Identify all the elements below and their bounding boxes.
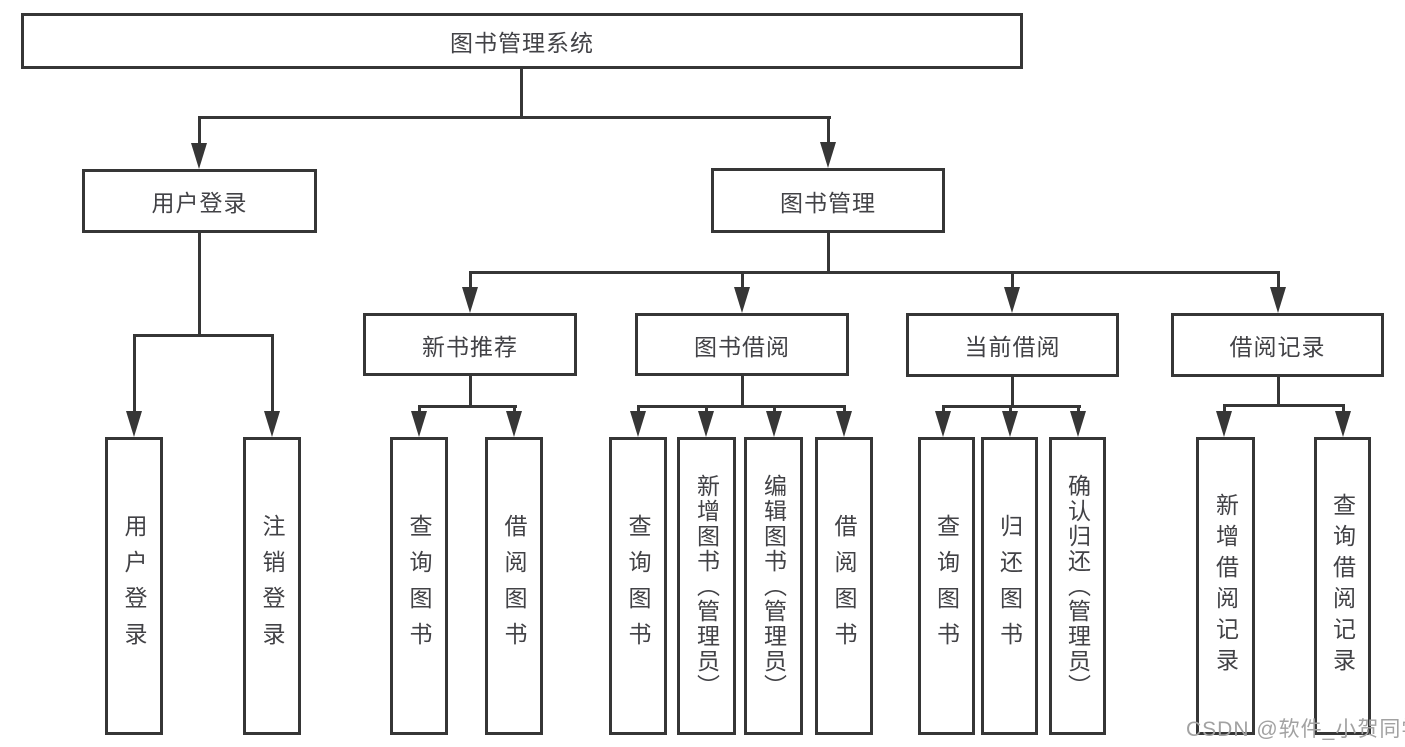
connector-line xyxy=(198,233,201,337)
leaf-recommend-borrow-book-label: 借阅图书 xyxy=(501,514,527,658)
leaf-user-login-label: 用户登录 xyxy=(121,514,147,658)
leaf-edit-book-admin: 编辑图书（管理员） xyxy=(744,437,803,735)
arrow-down-icon xyxy=(1004,287,1020,313)
connector-line xyxy=(705,405,708,415)
connector-line xyxy=(1009,405,1012,415)
leaf-return-book-label: 归还图书 xyxy=(996,514,1023,658)
connector-line xyxy=(469,271,1280,274)
node-root-label: 图书管理系统 xyxy=(450,30,594,56)
connector-line xyxy=(513,405,516,415)
leaf-add-borrow-record-label: 新增借阅记录 xyxy=(1212,493,1239,679)
connector-line xyxy=(827,233,830,274)
leaf-add-borrow-record: 新增借阅记录 xyxy=(1196,437,1255,735)
arrow-down-icon xyxy=(935,411,951,437)
node-user-login: 用户登录 xyxy=(82,169,317,233)
arrow-down-icon xyxy=(1002,411,1018,437)
connector-line xyxy=(1077,405,1080,415)
connector-line xyxy=(773,405,776,415)
connector-line xyxy=(469,271,472,295)
node-book-management-label: 图书管理 xyxy=(780,189,876,216)
connector-line xyxy=(1011,377,1014,407)
leaf-confirm-return-admin: 确认归还（管理员） xyxy=(1049,437,1106,735)
connector-line xyxy=(133,334,136,416)
connector-line xyxy=(520,69,523,118)
connector-line xyxy=(469,376,472,407)
arrow-down-icon xyxy=(126,411,142,437)
arrow-down-icon xyxy=(462,287,478,313)
arrow-down-icon xyxy=(264,411,280,437)
leaf-borrowing-borrow-book-label: 借阅图书 xyxy=(831,514,857,658)
arrow-down-icon xyxy=(734,287,750,313)
arrow-down-icon xyxy=(1335,411,1351,437)
leaf-edit-book-admin-label: 编辑图书（管理员） xyxy=(760,473,787,699)
leaf-current-query-book: 查询图书 xyxy=(918,437,975,735)
node-book-borrowing: 图书借阅 xyxy=(635,313,849,376)
leaf-query-borrow-record-label: 查询借阅记录 xyxy=(1329,493,1356,679)
arrow-down-icon xyxy=(698,411,714,437)
connector-line xyxy=(198,116,201,146)
leaf-current-query-book-label: 查询图书 xyxy=(933,514,960,658)
arrow-down-icon xyxy=(820,142,836,168)
leaf-add-book-admin: 新增图书（管理员） xyxy=(677,437,736,735)
leaf-add-book-admin-label: 新增图书（管理员） xyxy=(693,473,720,699)
connector-line xyxy=(637,405,640,415)
arrow-down-icon xyxy=(1070,411,1086,437)
node-current-borrowing-label: 当前借阅 xyxy=(964,334,1061,360)
leaf-user-login: 用户登录 xyxy=(105,437,163,735)
leaf-logout: 注销登录 xyxy=(243,437,301,735)
leaf-confirm-return-admin-label: 确认归还（管理员） xyxy=(1064,473,1091,699)
arrow-down-icon xyxy=(836,411,852,437)
node-book-management: 图书管理 xyxy=(711,168,945,233)
leaf-logout-label: 注销登录 xyxy=(259,514,285,658)
leaf-recommend-query-book-label: 查询图书 xyxy=(406,514,432,658)
arrow-down-icon xyxy=(630,411,646,437)
connector-line xyxy=(271,334,274,416)
connector-line xyxy=(1223,404,1345,407)
connector-line xyxy=(418,405,421,415)
leaf-query-borrow-record: 查询借阅记录 xyxy=(1314,437,1371,735)
node-current-borrowing: 当前借阅 xyxy=(906,313,1119,377)
leaf-borrowing-borrow-book: 借阅图书 xyxy=(815,437,873,735)
node-new-book-recommend-label: 新书推荐 xyxy=(422,333,518,360)
connector-line xyxy=(741,376,744,407)
node-root: 图书管理系统 xyxy=(21,13,1023,69)
connector-line xyxy=(1342,404,1345,414)
arrow-down-icon xyxy=(1270,287,1286,313)
connector-line xyxy=(133,334,274,337)
arrow-down-icon xyxy=(191,143,207,169)
arrow-down-icon xyxy=(1216,411,1232,437)
connector-line xyxy=(418,405,517,408)
arrow-down-icon xyxy=(506,411,522,437)
connector-line xyxy=(741,271,744,295)
leaf-borrowing-query-book-label: 查询图书 xyxy=(625,514,651,658)
connector-line xyxy=(637,405,846,408)
node-new-book-recommend: 新书推荐 xyxy=(363,313,577,376)
connector-line xyxy=(827,116,830,146)
connector-line xyxy=(1011,271,1014,295)
connector-line xyxy=(198,116,831,119)
leaf-recommend-query-book: 查询图书 xyxy=(390,437,448,735)
connector-line xyxy=(1223,404,1226,414)
watermark: CSDN @软件_小贺同学 xyxy=(1186,718,1405,741)
connector-line xyxy=(1277,271,1280,295)
leaf-borrowing-query-book: 查询图书 xyxy=(609,437,667,735)
leaf-recommend-borrow-book: 借阅图书 xyxy=(485,437,543,735)
connector-line xyxy=(843,405,846,415)
node-borrow-records-label: 借阅记录 xyxy=(1229,334,1326,360)
leaf-return-book: 归还图书 xyxy=(981,437,1038,735)
arrow-down-icon xyxy=(411,411,427,437)
connector-line xyxy=(942,405,945,415)
connector-line xyxy=(1277,377,1280,406)
node-book-borrowing-label: 图书借阅 xyxy=(694,333,790,360)
node-borrow-records: 借阅记录 xyxy=(1171,313,1384,377)
arrow-down-icon xyxy=(766,411,782,437)
node-user-login-label: 用户登录 xyxy=(151,190,248,216)
